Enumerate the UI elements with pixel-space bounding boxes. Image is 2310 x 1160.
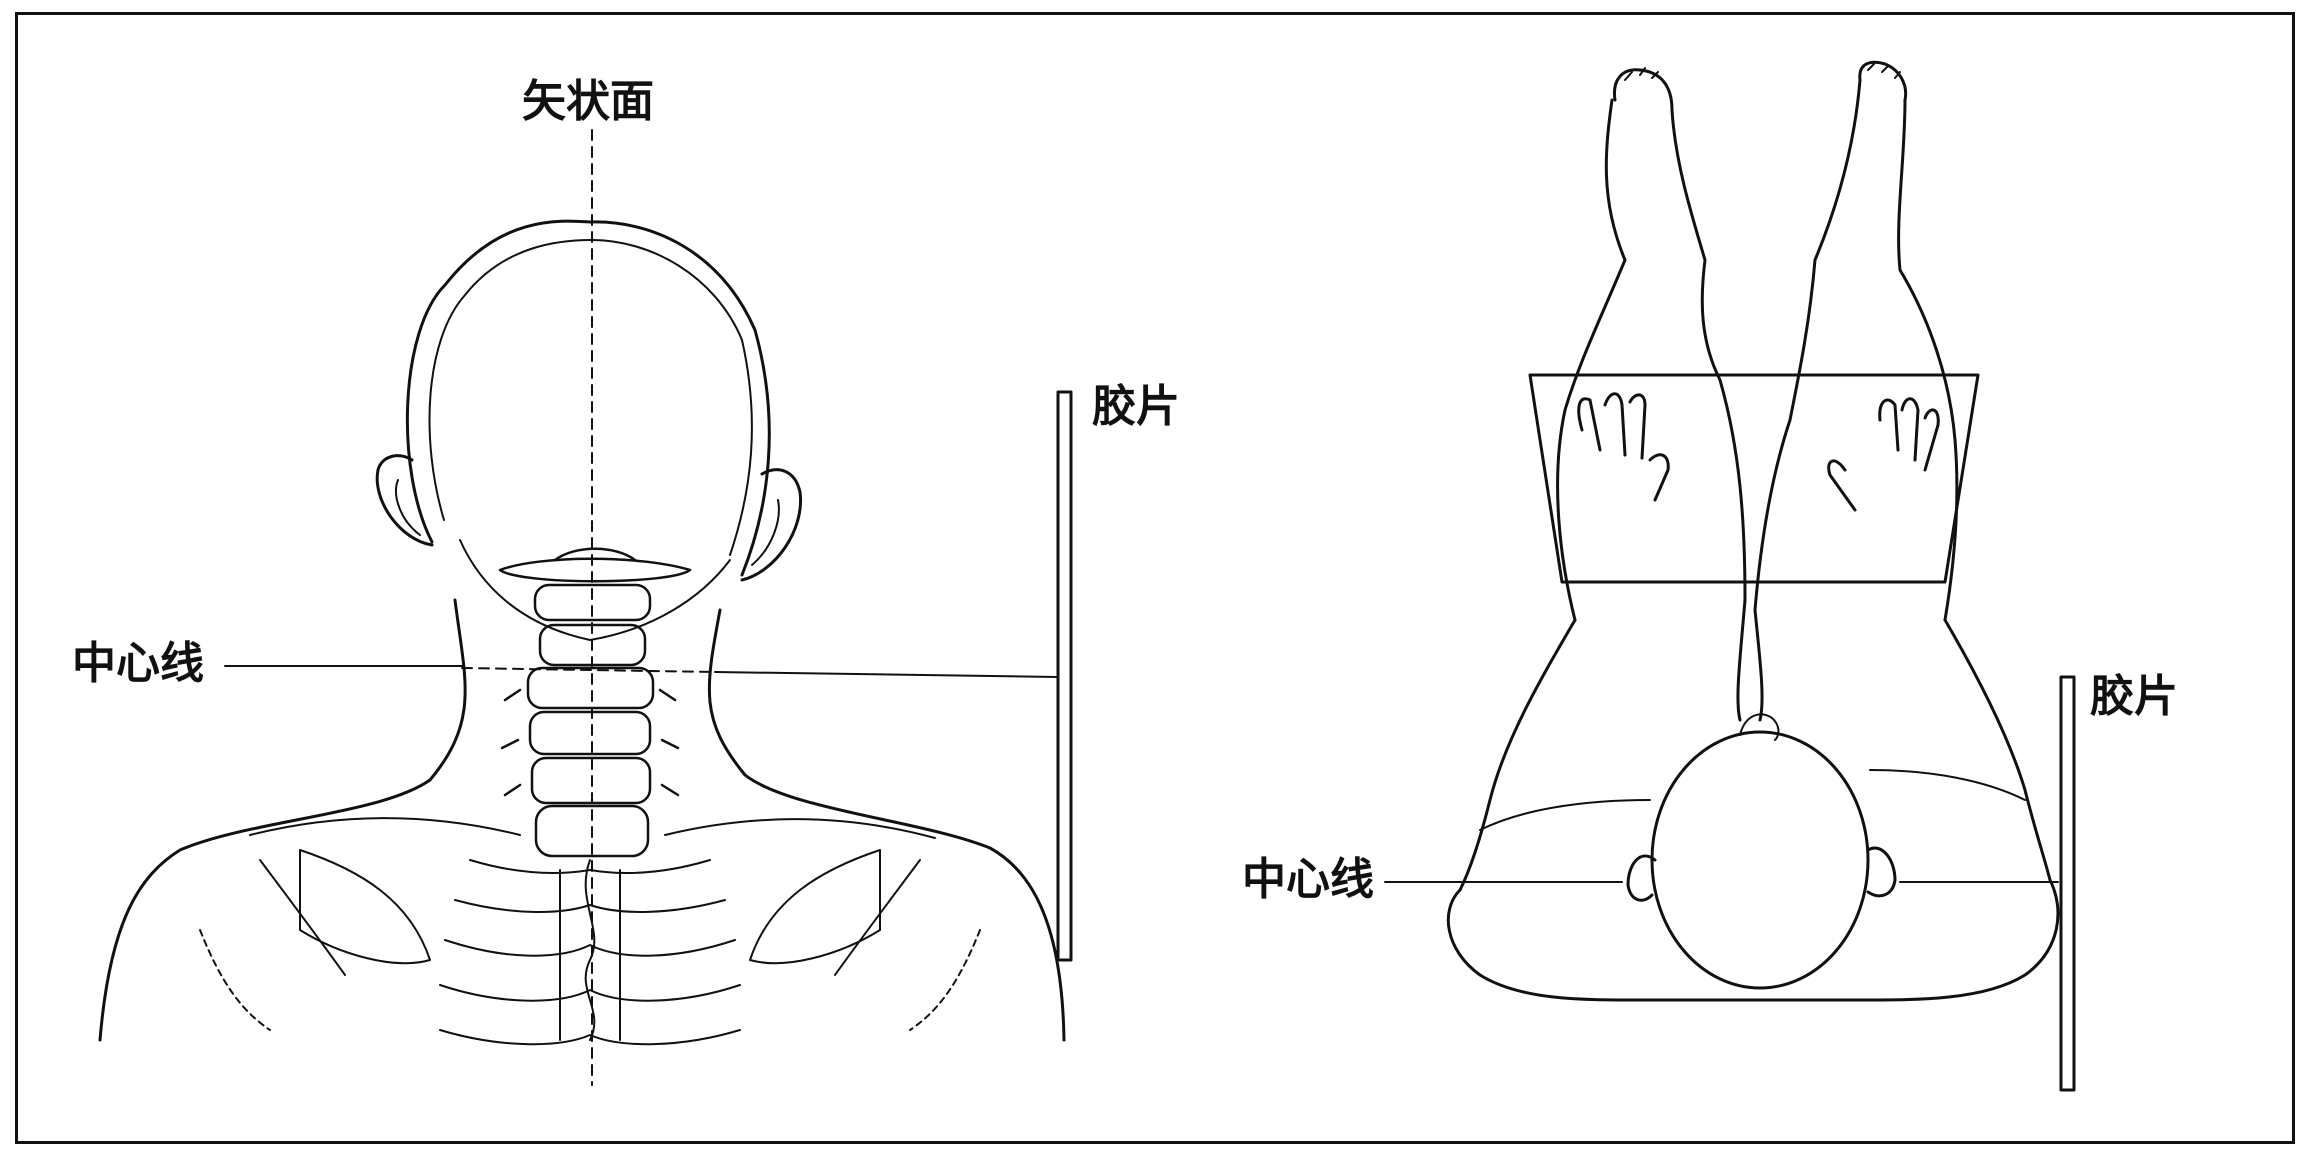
- left-ear: [377, 456, 432, 545]
- shoulder-skeleton: [200, 818, 980, 1044]
- head-top-view: [1652, 732, 1868, 988]
- right-leg: [1755, 80, 1860, 610]
- center-line-label-left: 中心线: [72, 642, 204, 686]
- sagittal-plane-label: 矢状面: [522, 80, 654, 124]
- right-seated-patient-illustration: [1385, 62, 2058, 1000]
- skull-outline: [407, 221, 769, 575]
- cervical-spine: [500, 549, 690, 856]
- left-hand: [1579, 394, 1669, 500]
- shoulders-outline: [1448, 880, 2058, 1000]
- right-ear: [742, 470, 801, 580]
- film-label-right: 胶片: [2090, 675, 2178, 719]
- right-hand: [1829, 399, 1939, 510]
- cassette-holder: [1530, 375, 1978, 582]
- left-leg: [1558, 100, 1625, 620]
- film-label-left: 胶片: [1092, 385, 1180, 429]
- film-plate-left: [1058, 392, 1071, 960]
- film-plate-right: [2061, 677, 2074, 1090]
- center-line-label-right: 中心线: [1242, 858, 1374, 902]
- left-head-neck-illustration: [100, 130, 1064, 1085]
